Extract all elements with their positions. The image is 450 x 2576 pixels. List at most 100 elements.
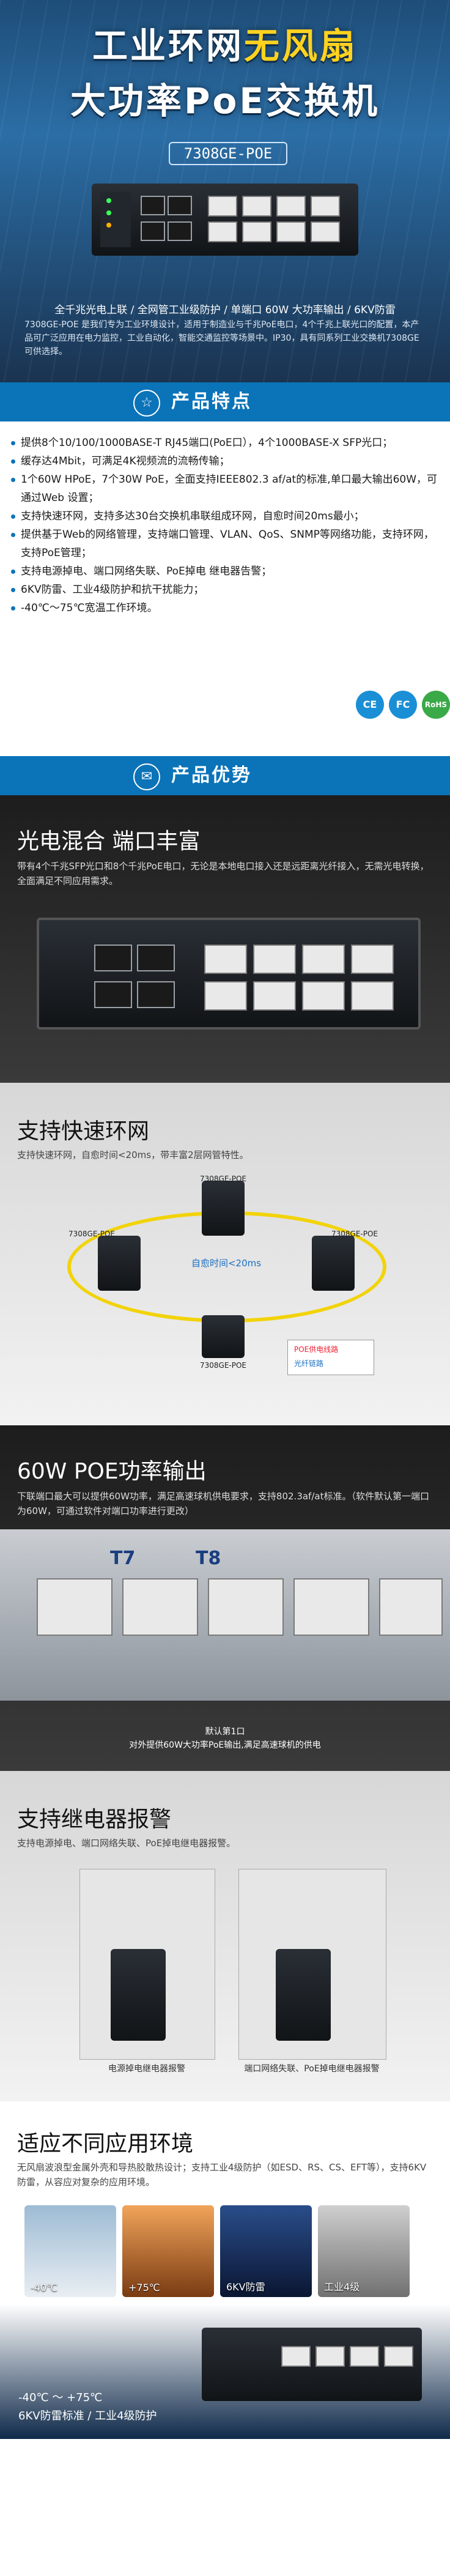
rj45-port: [311, 221, 340, 242]
ring-center-label: 自愈时间<20ms: [191, 1258, 262, 1269]
feature-item: -40℃～75℃宽温工作环境。: [11, 599, 439, 617]
rj45-port: [122, 1578, 198, 1636]
ring-title: 支持快速环网: [17, 1119, 150, 1144]
mixed-ports-text: 带有4个千兆SFP光口和8个千兆PoE电口，无论是本地电口接入还是远距离光纤接入…: [17, 861, 429, 886]
rj45-port: [253, 981, 296, 1011]
rj45-port: [208, 196, 237, 217]
feature-item: 缓存达4Mbit，可满足4K视频流的流畅传输；: [11, 452, 439, 470]
feature-item: 1个60W HPoE，7个30W PoE，全面支持IEEE802.3 af/at…: [11, 470, 439, 507]
hero-description: 7308GE-POE 是我们专为工业环境设计，适用于制造业与千兆PoE电口，4个…: [24, 320, 419, 357]
feature-item: 支持快速环网，支持多达30台交换机串联组成环网，自愈时间20ms最小；: [11, 507, 439, 525]
legend-poe: POE供电线路: [294, 1345, 339, 1354]
advantages-header: ✉ 产品优势: [0, 756, 450, 795]
sfp-port: [94, 945, 132, 971]
hero-title-line1: 工业环网无风扇: [92, 25, 358, 67]
rj45-port: [276, 196, 306, 217]
feature-item: 支持电源掉电、端口网络失联、PoE掉电 继电器告警；: [11, 562, 439, 581]
ring-node-label: 7308GE-POE: [68, 1230, 115, 1238]
switch-front-image: [37, 918, 421, 1030]
poe-title: 60W POE功率输出: [17, 1459, 207, 1484]
features-title: 产品特点: [171, 391, 252, 412]
sfp-port: [141, 221, 165, 241]
rj45-port: [302, 981, 345, 1011]
rj45-port: [242, 221, 271, 242]
relay-switch-image: [111, 1949, 166, 2041]
relay-illustration-network: [238, 1869, 386, 2060]
rj45-port: [204, 945, 247, 974]
relay-title: 支持继电器报警: [17, 1807, 172, 1832]
chat-bubble-icon: ✉: [133, 763, 160, 790]
relay-switch-image: [276, 1949, 331, 2041]
ring-node-label: 7308GE-POE: [199, 1361, 246, 1370]
env-tile-hot: +75℃: [122, 2205, 214, 2297]
relay-caption: 电源掉电继电器报警: [108, 2064, 185, 2074]
ring-switch-node: [202, 1181, 245, 1236]
sfp-port: [137, 981, 175, 1008]
sfp-port: [168, 221, 192, 241]
env-tile-industrial: 工业4级: [318, 2205, 410, 2297]
rj45-port: [242, 196, 271, 217]
hero-title-line2: 大功率PoE交换机: [70, 80, 380, 122]
ring-switch-node: [312, 1236, 355, 1291]
hero-tagline: 全千兆光电上联 / 全网管工业级防护 / 单端口 60W 大功率输出 / 6KV…: [54, 304, 396, 316]
poe-section: 60W POE功率输出 下联端口最大可以提供60W功率，满足高速球机供电要求，支…: [0, 1425, 450, 1771]
env-switch-image: [202, 2328, 422, 2401]
feature-item: 6KV防雷、工业4级防护和抗干扰能力；: [11, 581, 439, 599]
rj45-port: [293, 1578, 369, 1636]
ring-legend: POE供电线路 光纤链路: [287, 1340, 374, 1375]
relay-section: 支持继电器报警 支持电源掉电、端口网络失联、PoE掉电继电器报警。 电源掉电继电…: [0, 1771, 450, 2101]
rj45-port: [302, 945, 345, 974]
hero-banner: 工业环网无风扇 大功率PoE交换机 7308GE-POE 全千兆光电上联 / 全…: [0, 0, 450, 382]
env-title: 适应不同应用环境: [17, 2131, 194, 2156]
relay-illustration-power: [79, 1869, 215, 2060]
rj45-port: [37, 1578, 112, 1636]
ring-switch-node: [202, 1315, 245, 1358]
env-text: 无风扇波浪型金属外壳和导热胶散热设计；支持工业4级防护（如ESD、RS、CS、E…: [17, 2162, 427, 2188]
ring-node-label: 7308GE-POE: [199, 1175, 246, 1183]
ring-section: 支持快速环网 支持快速环网，自愈时间<20ms，带丰富2层网管特性。 自愈时间<…: [0, 1083, 450, 1425]
rj45-port: [350, 2346, 379, 2367]
feature-item: 提供基于Web的网络管理，支持端口管理、VLAN、QoS、SNMP等网络功能，支…: [11, 525, 439, 562]
legend-fiber: 光纤链路: [294, 1359, 324, 1368]
env-tile-lightning: 6KV防雷: [220, 2205, 312, 2297]
rj45-port: [281, 2346, 311, 2367]
relay-caption: 端口网络失联、PoE掉电继电器报警: [244, 2064, 380, 2074]
model-badge: 7308GE-POE: [169, 142, 287, 165]
rj45-port: [208, 1578, 284, 1636]
status-leds: [100, 192, 131, 247]
sfp-port: [137, 945, 175, 971]
features-header: ☆ 产品特点: [0, 382, 450, 421]
poe-caption-line2: 对外提供60W大功率PoE输出,满足高速球机的供电: [129, 1740, 321, 1750]
rj45-port: [204, 981, 247, 1011]
port-label-t7: T7: [110, 1548, 136, 1569]
mixed-ports-section: 光电混合 端口丰富 带有4个千兆SFP光口和8个千兆PoE电口，无论是本地电口接…: [0, 795, 450, 1083]
rj45-port: [208, 221, 237, 242]
sfp-port: [141, 196, 165, 215]
env-protection: 6KV防雷标准 / 工业4级防护: [18, 2410, 157, 2422]
rj45-port: [384, 2346, 413, 2367]
ring-node-label: 7308GE-POE: [331, 1230, 378, 1238]
rj45-port: [351, 945, 394, 974]
rj45-port: [253, 945, 296, 974]
star-icon: ☆: [133, 390, 160, 417]
relay-text: 支持电源掉电、端口网络失联、PoE掉电继电器报警。: [17, 1838, 236, 1849]
ring-text: 支持快速环网，自愈时间<20ms，带丰富2层网管特性。: [17, 1149, 249, 1160]
rj45-port: [351, 981, 394, 1011]
poe-port-closeup: T7 T8: [0, 1529, 450, 1701]
rj45-port: [276, 221, 306, 242]
feature-item: 提供8个10/100/1000BASE-T RJ45端口(PoE口），4个100…: [11, 434, 439, 452]
rohs-cert-icon: RoHS: [422, 691, 450, 719]
sfp-port: [168, 196, 192, 215]
poe-caption-line1: 默认第1口: [205, 1727, 245, 1737]
rj45-port: [311, 196, 340, 217]
features-section: 提供8个10/100/1000BASE-T RJ45端口(PoE口），4个100…: [0, 421, 450, 756]
switch-device-image: [92, 184, 358, 256]
env-temp-range: -40℃ ～ +75℃: [18, 2391, 103, 2404]
mixed-ports-title: 光电混合 端口丰富: [17, 829, 201, 854]
environment-section: 适应不同应用环境 无风扇波浪型金属外壳和导热胶散热设计；支持工业4级防护（如ES…: [0, 2101, 450, 2439]
ring-switch-node: [98, 1236, 141, 1291]
fcc-cert-icon: FC: [389, 691, 417, 719]
env-tile-cold: -40℃: [24, 2205, 116, 2297]
sfp-port: [94, 981, 132, 1008]
poe-text: 下联端口最大可以提供60W功率，满足高速球机供电要求，支持802.3af/at标…: [17, 1491, 429, 1516]
